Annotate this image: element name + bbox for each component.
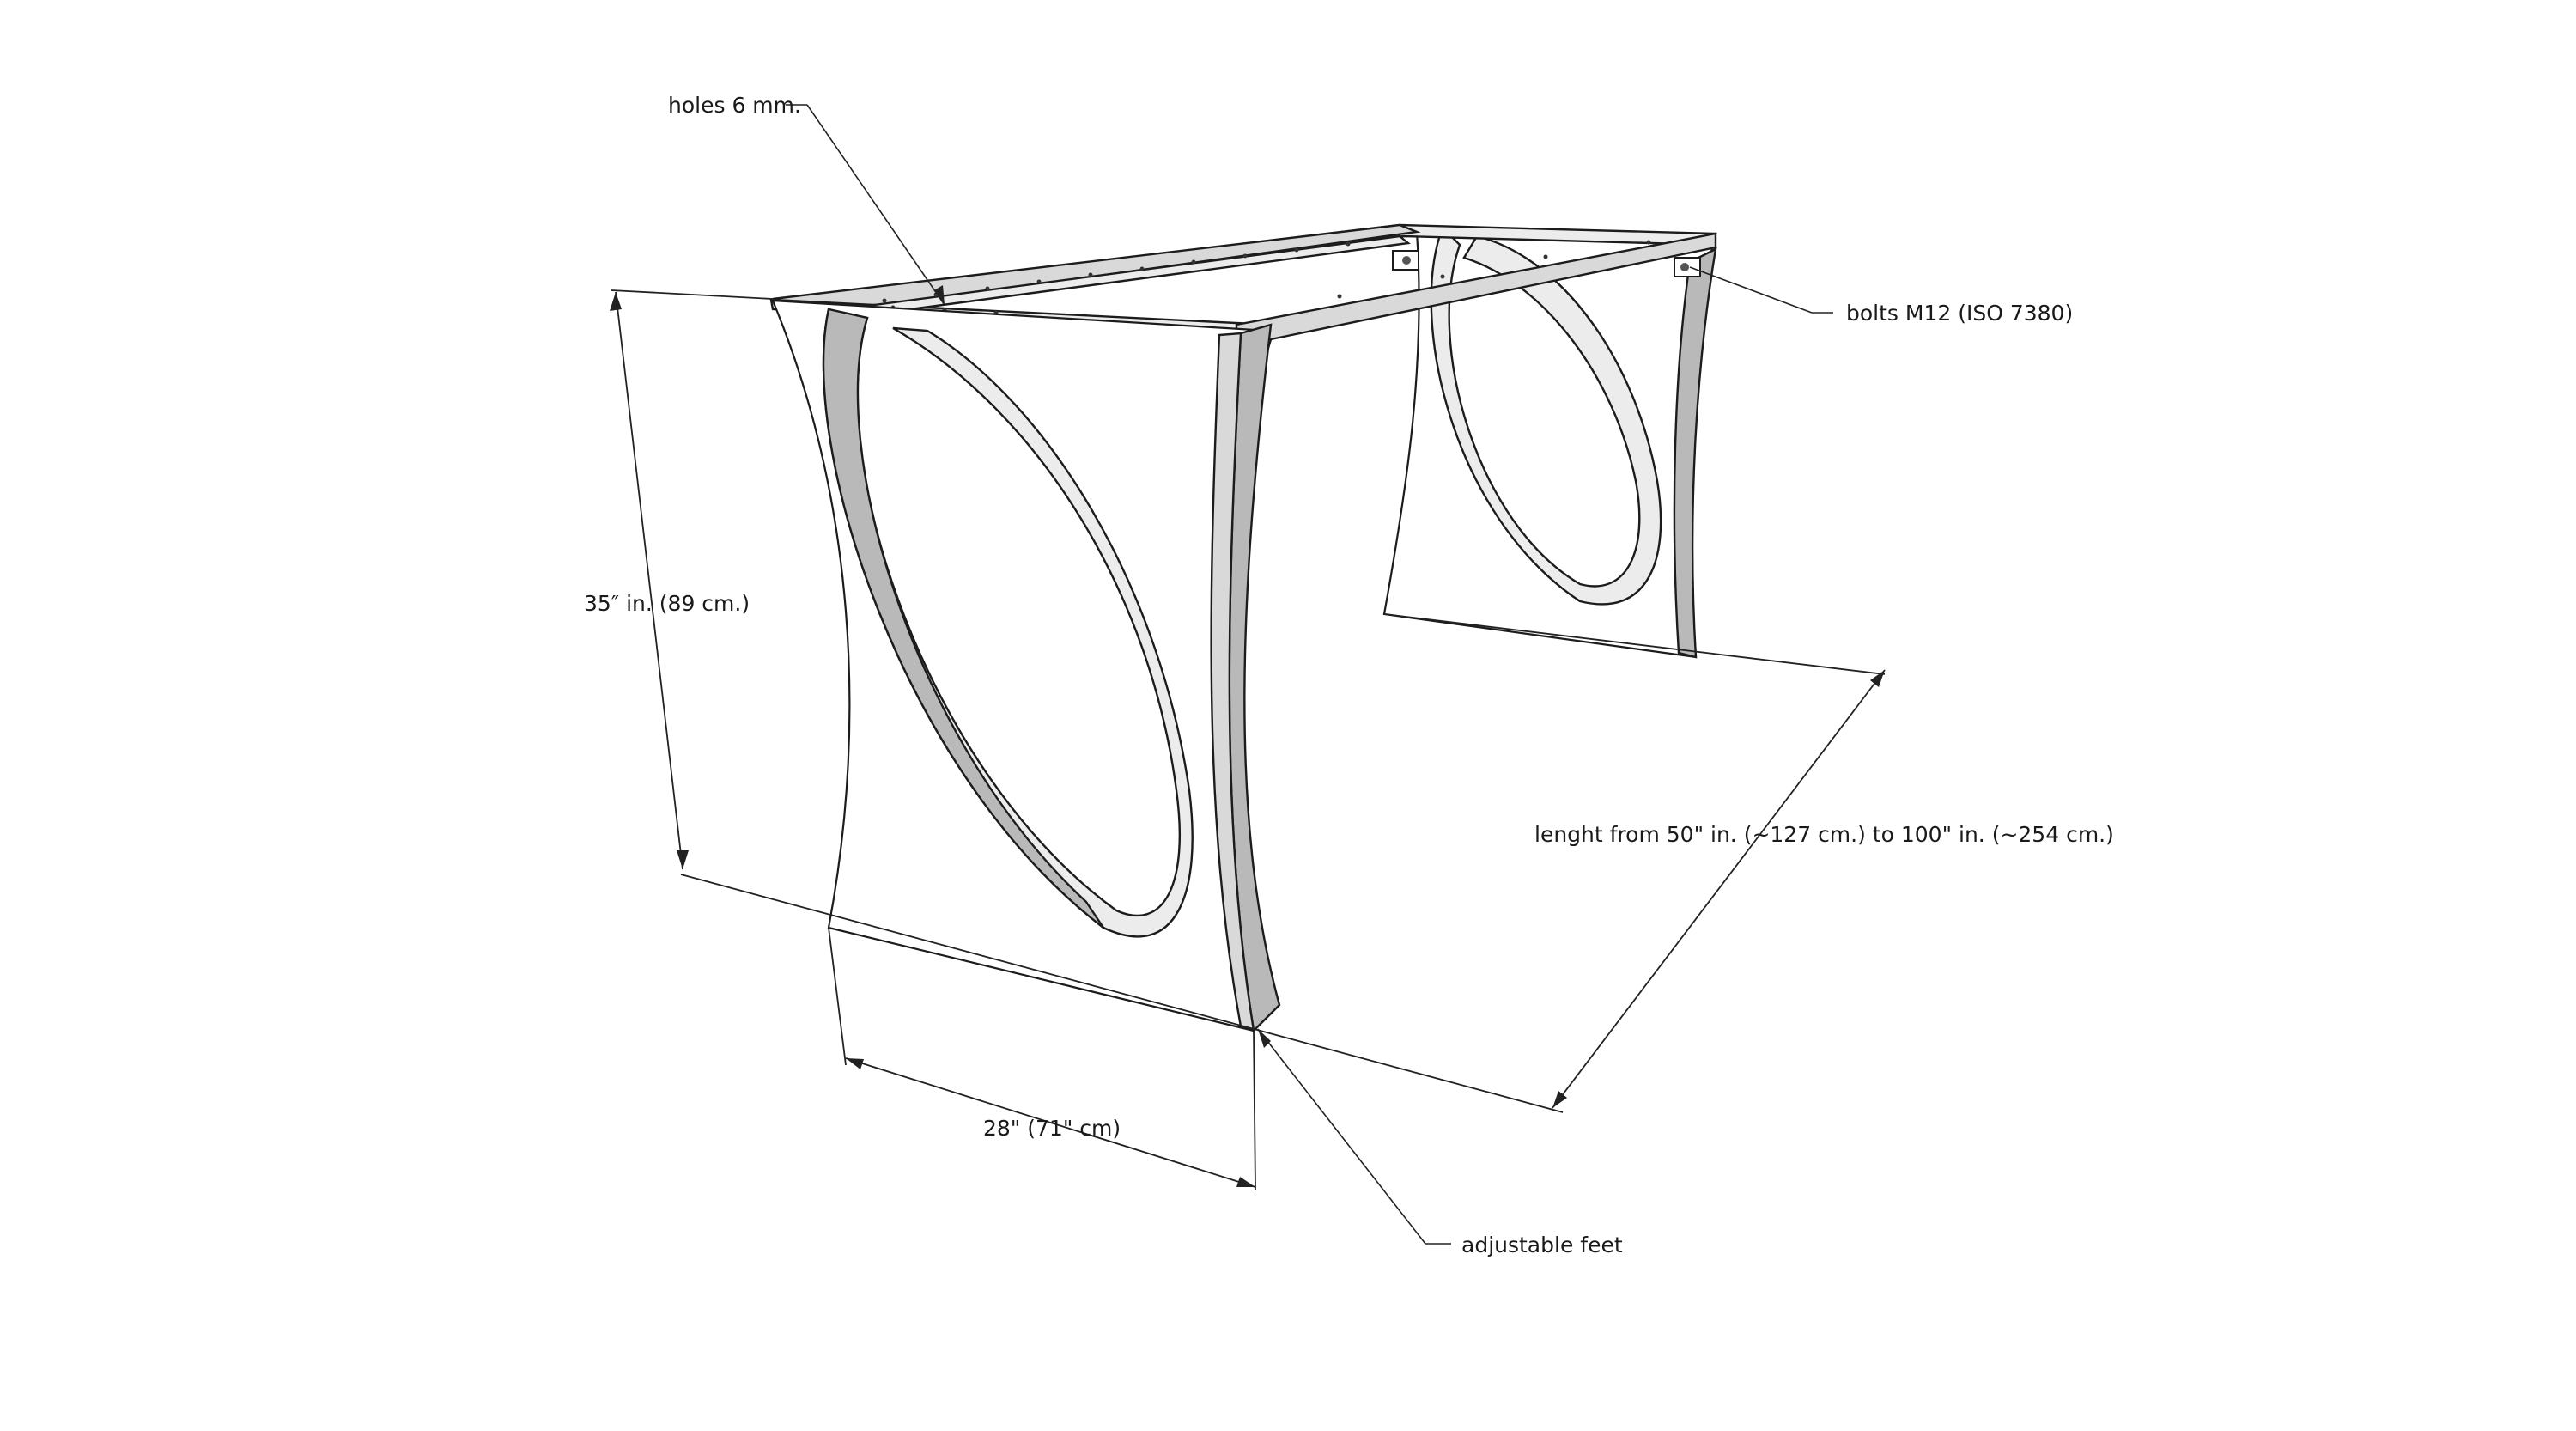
height-label: 35″ in. (89 cm.) (584, 591, 750, 616)
length-label: lenght from 50" in. (~127 cm.) to 100" i… (1534, 822, 2114, 847)
length-dimension (1383, 613, 1886, 1109)
holes-label: holes 6 mm. (668, 93, 801, 118)
width-label: 28" (71" cm) (983, 1116, 1121, 1141)
top-rail-left (772, 223, 1421, 315)
back-leg-strip (1673, 247, 1717, 659)
back-leg (1382, 225, 1717, 659)
holes-leader (786, 104, 945, 306)
bolts-label: bolts M12 (ISO 7380) (1846, 301, 2073, 326)
bolt-icon (1680, 263, 1689, 271)
mounting-holes (882, 240, 1651, 315)
feet-leader (1257, 1028, 1451, 1245)
height-dimension (610, 289, 1564, 1113)
bolts-leader (1689, 266, 1833, 314)
front-leg (771, 299, 1281, 1033)
top-rail-inner (824, 234, 1411, 320)
bolt-icon (1402, 256, 1411, 265)
feet-label: adjustable feet (1461, 1233, 1623, 1257)
front-leg-ring-shade (822, 308, 1104, 929)
width-dimension (828, 927, 1256, 1190)
